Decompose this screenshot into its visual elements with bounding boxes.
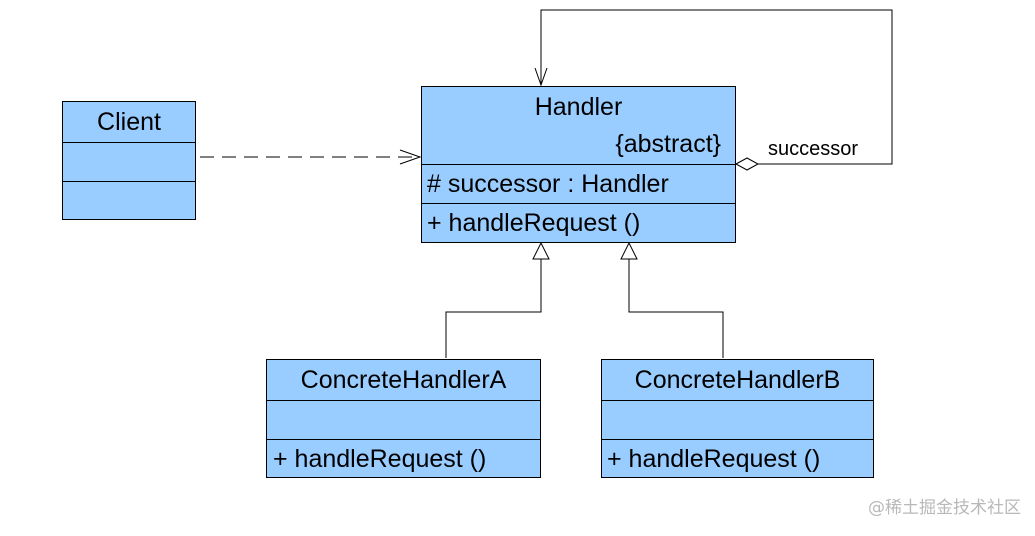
handler-class-name: Handler [534, 93, 623, 121]
concrete-handler-a-name: ConcreteHandlerA [300, 366, 507, 394]
handler-operations-compartment: + handleRequest () [422, 203, 735, 242]
handler-attributes-compartment: # successor : Handler [422, 164, 735, 203]
client-attributes-compartment [63, 142, 195, 181]
aggregation-diamond [734, 157, 760, 171]
generalization-line-a [445, 259, 542, 358]
concrete-handler-a-operations-compartment: + handleRequest () [267, 439, 540, 477]
generalization-arrow-b [620, 241, 638, 260]
client-class: Client [62, 101, 196, 220]
concrete-handler-a-attributes-compartment [267, 400, 540, 439]
successor-label: successor [768, 138, 859, 160]
concrete-handler-a-class: ConcreteHandlerA + handleRequest () [266, 359, 541, 478]
successor-arrowhead [534, 67, 548, 87]
client-operations-compartment [63, 181, 195, 219]
handler-operation: + handleRequest () [427, 209, 641, 237]
successor-association-line [540, 9, 893, 165]
concrete-handler-b-operation: + handleRequest () [607, 445, 821, 473]
handler-stereotype: {abstract} [615, 130, 721, 158]
dependency-arrowhead [399, 149, 422, 165]
watermark: @稀土掘金技术社区 [868, 498, 1021, 518]
concrete-handler-b-attributes-compartment [602, 400, 873, 439]
generalization-arrow-a [532, 241, 550, 260]
concrete-handler-b-operations-compartment: + handleRequest () [602, 439, 873, 477]
concrete-handler-b-name: ConcreteHandlerB [634, 366, 841, 394]
generalization-line-b [628, 259, 724, 358]
handler-attribute: # successor : Handler [427, 170, 669, 198]
concrete-handler-b-class: ConcreteHandlerB + handleRequest () [601, 359, 874, 478]
concrete-handler-a-operation: + handleRequest () [273, 445, 487, 473]
client-class-name: Client [97, 108, 161, 136]
handler-class: Handler {abstract} # successor : Handler… [421, 86, 736, 243]
